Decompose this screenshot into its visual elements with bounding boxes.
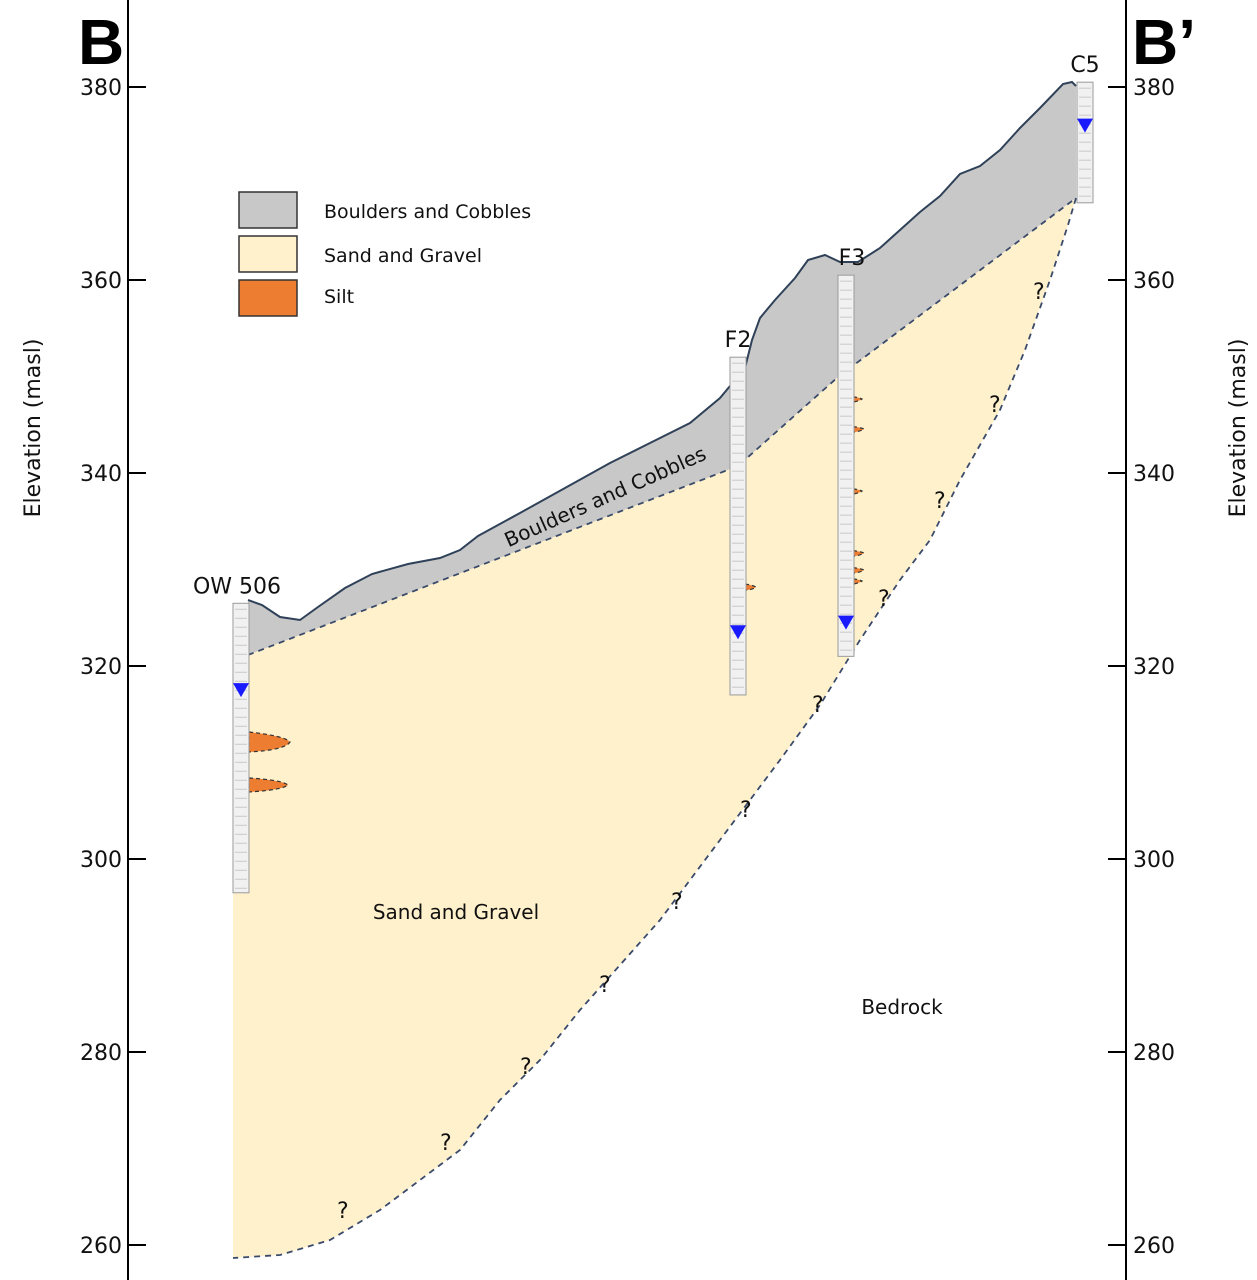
sand-bedrock-contact-line xyxy=(232,197,1077,1259)
question-mark: ? xyxy=(337,1199,349,1224)
left-axis-tick-label: 260 xyxy=(80,1234,122,1259)
borehole-log xyxy=(729,356,747,696)
borehole-log xyxy=(837,274,855,657)
question-mark: ? xyxy=(671,890,683,915)
left-axis-tick-label: 360 xyxy=(80,269,122,294)
right-axis-title: Elevation (masl) xyxy=(1226,339,1251,518)
borehole-column: C5 xyxy=(1070,53,1100,204)
sand-unit-label: Sand and Gravel xyxy=(373,900,539,924)
question-mark: ? xyxy=(934,489,946,514)
ground-surface-line xyxy=(247,80,1077,622)
silt-lens xyxy=(248,777,289,793)
question-mark: ? xyxy=(812,693,824,718)
silt-lens xyxy=(744,583,758,591)
left-axis-tick-label: 380 xyxy=(80,76,122,101)
right-elevation-axis: 380 360 340 320 300 280 260 xyxy=(1108,0,1175,1280)
uncertain-contact-marks: ? ? ? ? ? ? ? ? ? ? ? xyxy=(337,280,1045,1224)
right-axis-tick-label: 340 xyxy=(1133,462,1175,487)
right-axis-tick-label: 260 xyxy=(1133,1234,1175,1259)
borehole-column: F3 xyxy=(837,246,866,657)
legend-swatch-sand xyxy=(238,235,298,273)
right-axis-tick-label: 280 xyxy=(1133,1041,1175,1066)
right-axis-tick-label: 320 xyxy=(1133,655,1175,680)
question-mark: ? xyxy=(520,1055,532,1080)
left-axis-tick-label: 280 xyxy=(80,1041,122,1066)
legend-label-boulders: Boulders and Cobbles xyxy=(324,201,531,223)
borehole-label: C5 xyxy=(1070,53,1099,78)
left-elevation-axis: 380 360 340 320 300 280 260 xyxy=(80,0,146,1280)
legend-label-silt: Silt xyxy=(324,286,354,308)
left-axis-title: Elevation (masl) xyxy=(21,339,46,518)
boreholes: OW 506 F2 F3 C5 xyxy=(193,53,1100,894)
water-level-marker xyxy=(233,683,249,698)
legend-swatch-boulders xyxy=(238,191,298,229)
legend-label-sand: Sand and Gravel xyxy=(324,245,482,267)
right-axis-tick-label: 380 xyxy=(1133,76,1175,101)
left-axis-tick-label: 300 xyxy=(80,848,122,873)
borehole-label: F3 xyxy=(839,246,866,271)
legend: Boulders and Cobbles Sand and Gravel Sil… xyxy=(238,191,531,317)
borehole-column: F2 xyxy=(725,328,752,696)
borehole-column: OW 506 xyxy=(193,574,281,894)
water-level-marker xyxy=(730,625,746,640)
section-start-label: B xyxy=(78,6,124,78)
boulders-sand-contact-line xyxy=(247,197,1077,656)
left-axis-tick-label: 340 xyxy=(80,462,122,487)
question-mark: ? xyxy=(1033,280,1045,305)
left-axis-tick-label: 320 xyxy=(80,655,122,680)
water-level-marker xyxy=(838,615,854,630)
water-level-marker xyxy=(1077,118,1093,133)
sand-gravel-unit xyxy=(233,198,1076,1258)
silt-lens xyxy=(248,731,291,753)
question-mark: ? xyxy=(740,798,752,823)
question-mark: ? xyxy=(599,973,611,998)
borehole-label: OW 506 xyxy=(193,574,281,599)
right-axis-tick-label: 300 xyxy=(1133,848,1175,873)
bedrock-unit-label: Bedrock xyxy=(861,995,943,1019)
legend-swatch-silt xyxy=(238,279,298,317)
question-mark: ? xyxy=(878,587,890,612)
borehole-log xyxy=(232,602,250,894)
borehole-label: F2 xyxy=(725,328,752,353)
question-mark: ? xyxy=(989,393,1001,418)
right-axis-tick-label: 360 xyxy=(1133,269,1175,294)
section-end-label: B’ xyxy=(1132,6,1196,78)
question-mark: ? xyxy=(440,1131,452,1156)
